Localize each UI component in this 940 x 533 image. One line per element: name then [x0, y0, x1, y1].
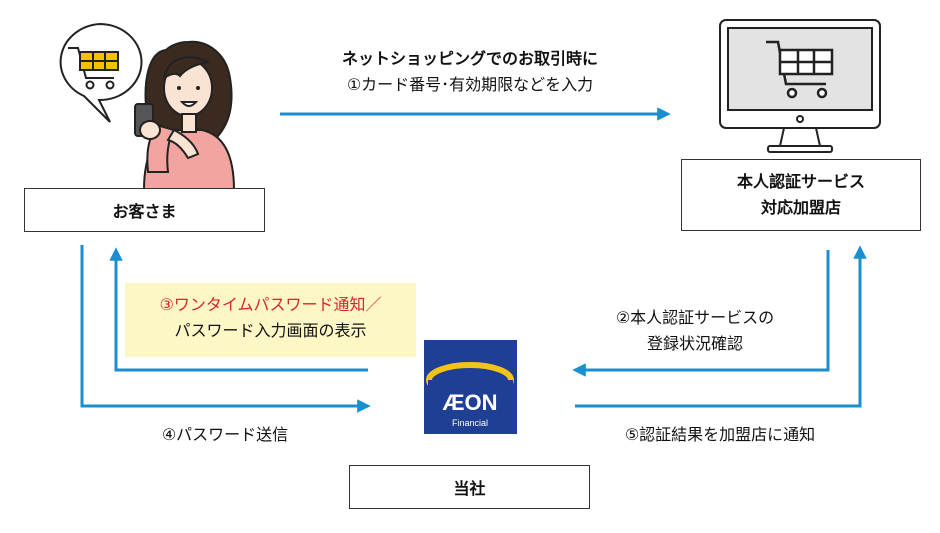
arrow-step2: [572, 250, 830, 377]
step4-label: ④パスワード送信: [130, 422, 320, 448]
woman-figure: [134, 40, 236, 190]
customer-illustration: [59, 22, 236, 190]
step4-text: ④パスワード送信: [161, 425, 289, 444]
step2-line2: 登録状況確認: [646, 334, 743, 353]
step2-label: ②本人認証サービスの 登録状況確認: [580, 305, 810, 357]
aeon-financial-logo: ÆON Financial: [424, 340, 517, 434]
logo-subtext: Financial: [452, 418, 488, 428]
merchant-label-line2: 対応加盟店: [760, 198, 841, 217]
arrow-step4: [80, 245, 371, 413]
customer-label: お客さま: [112, 202, 177, 221]
step2-line1: ②本人認証サービスの: [615, 308, 775, 327]
arrow-step3: [109, 247, 368, 372]
step1-title: ネットショッピングでのお取引時に: [341, 49, 598, 68]
logo-text: ÆON: [443, 390, 498, 415]
step1-label: ネットショッピングでのお取引時に ①カード番号･有効期限などを入力: [300, 46, 640, 98]
cart-icon: [68, 47, 119, 90]
step3-line2: パスワード入力画面の表示: [174, 321, 367, 340]
company-label: 当社: [453, 479, 486, 498]
step3-highlight: [125, 283, 416, 357]
cart-icon: [766, 40, 834, 99]
step3-label: ③ワンタイムパスワード通知／ パスワード入力画面の表示: [125, 292, 416, 344]
company-box: 当社: [349, 465, 590, 509]
speech-bubble-icon: [59, 22, 143, 123]
merchant-label-line1: 本人認証サービス: [736, 172, 865, 191]
monitor-icon: [719, 19, 881, 153]
step3-line1: ③ワンタイムパスワード通知／: [159, 295, 382, 314]
merchant-box: 本人認証サービス 対応加盟店: [681, 159, 921, 231]
step1-text: ①カード番号･有効期限などを入力: [346, 75, 594, 94]
step5-text: ⑤認証結果を加盟店に通知: [624, 425, 816, 444]
step5-label: ⑤認証結果を加盟店に通知: [600, 422, 840, 448]
computer-illustration: [719, 19, 881, 153]
arrow-step5: [575, 245, 867, 408]
customer-box: お客さま: [24, 188, 265, 232]
